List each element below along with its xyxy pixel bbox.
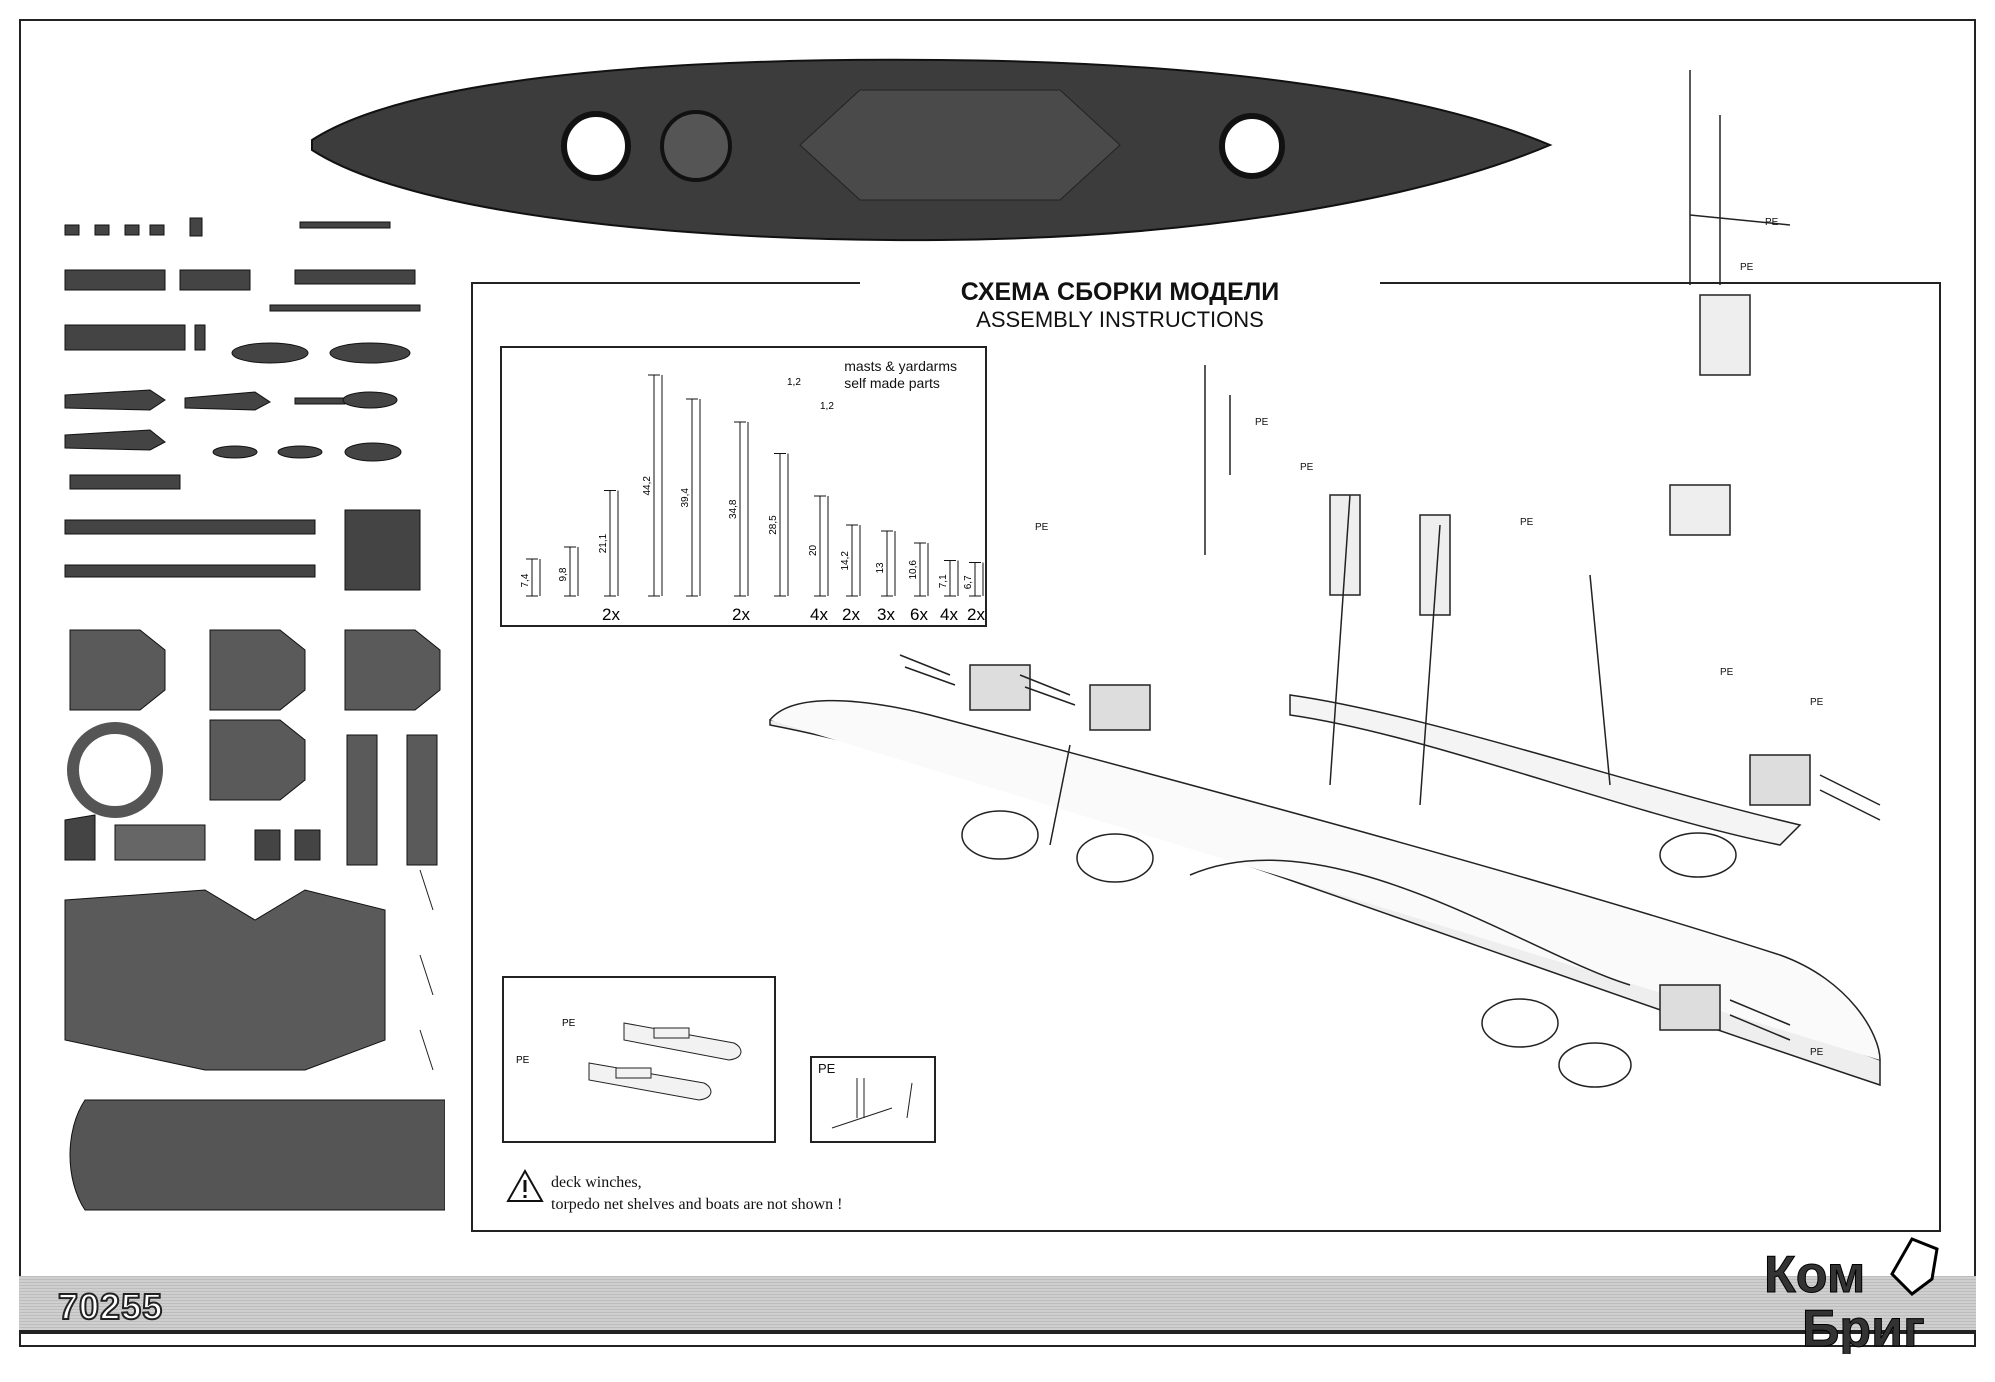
mast-length-label: 6,7: [963, 575, 974, 589]
mast-dimensions: 7,4 9,8 21,1 44,2 39,4 34,8 28,5 20 14,2 13 10,6 7,…: [520, 374, 985, 624]
pe-detail-box: PE: [810, 1056, 936, 1143]
mast-length-label: 21,1: [598, 533, 609, 553]
quantity-label: 6x: [910, 605, 928, 624]
mast-bar: 13: [875, 530, 896, 597]
kombrig-logo: Ком Бриг: [1764, 1237, 1939, 1354]
diameter-label: 1,2: [820, 401, 834, 412]
mast-bar: 21,1: [598, 490, 619, 597]
mast-bar: 7,4: [520, 558, 541, 597]
mast-length-label: 34,8: [728, 499, 739, 519]
page-border: [19, 19, 1976, 1347]
quantity-label: 4x: [810, 605, 828, 624]
mast-length-label: 7,4: [520, 573, 531, 587]
mast-bar: 10,6: [908, 542, 929, 597]
mast-length-label: 14,2: [840, 551, 851, 571]
quantity-label: 2x: [967, 605, 985, 624]
mast-bar: 7,1: [938, 560, 959, 597]
warning-triangle-icon: [506, 1168, 544, 1202]
pe-callout: PE: [1520, 517, 1534, 528]
pe-label: PE: [516, 1055, 530, 1066]
mast-bar: 44,2: [642, 374, 663, 597]
mast-bar: 39,4: [680, 398, 701, 597]
mast-length-label: 28,5: [768, 515, 779, 535]
barbette-hole: [561, 111, 631, 181]
star-icon: [1890, 1237, 1939, 1296]
mast-bar: 14,2: [840, 524, 861, 597]
warning-line: torpedo net shelves and boats are not sh…: [551, 1196, 843, 1213]
boats-drawing: PE PE: [516, 1018, 742, 1101]
parts-sprue-layout: [64, 217, 445, 1211]
masts-caption: masts & yardarms self made parts: [844, 358, 957, 392]
logo-text-top: Ком: [1764, 1246, 1865, 1304]
assembly-title: СХЕМА СБОРКИ МОДЕЛИ ASSEMBLY INSTRUCTION…: [860, 278, 1380, 333]
pe-label: PE: [818, 1061, 836, 1076]
caption-line: masts & yardarms: [844, 358, 957, 374]
mast-bar: 20: [808, 495, 829, 597]
pe-callout: PE: [1765, 217, 1779, 228]
mast-bar: 28,5: [768, 453, 789, 597]
warning-text: deck winches, torpedo net shelves and bo…: [551, 1172, 971, 1216]
exploded-ship-drawing: PE PE PE PE PE PE PE PE PE: [769, 70, 1881, 1088]
mast-length-label: 9,8: [558, 567, 569, 581]
warning-note: deck winches, torpedo net shelves and bo…: [505, 1168, 842, 1213]
pe-part-drawing: [831, 1078, 913, 1129]
mast-length-label: 7,1: [938, 574, 949, 588]
quantity-label: 4x: [940, 605, 958, 624]
mast-length-label: 10,6: [908, 560, 919, 580]
mast-bar: 34,8: [728, 421, 749, 597]
quantity-label: 2x: [842, 605, 860, 624]
pe-callout: PE: [1810, 1047, 1824, 1058]
caption-line: self made parts: [844, 375, 940, 391]
mast-bar: 6,7: [963, 562, 984, 597]
mast-length-label: 39,4: [680, 488, 691, 508]
mast-bar: 9,8: [558, 546, 579, 597]
footer-band: [19, 1276, 1976, 1334]
pe-callout: PE: [1810, 697, 1824, 708]
title-russian: СХЕМА СБОРКИ МОДЕЛИ: [960, 278, 1280, 306]
barbette-hole: [1219, 113, 1285, 179]
hull-deck-part: [311, 58, 1553, 242]
boats-detail-box: PE PE: [502, 976, 776, 1143]
quantity-label: 3x: [877, 605, 895, 624]
quantity-label: 2x: [602, 605, 620, 624]
warning-line: deck winches,: [551, 1174, 642, 1191]
pe-label: PE: [562, 1018, 576, 1029]
pe-callout: PE: [1740, 262, 1754, 273]
diameter-label: 1,2: [787, 377, 801, 388]
pe-callout: PE: [1300, 462, 1314, 473]
quantity-label: 2x: [732, 605, 750, 624]
pe-callout: PE: [1255, 417, 1269, 428]
mast-length-label: 20: [808, 544, 819, 556]
mast-length-label: 13: [875, 562, 886, 574]
logo-text-bottom: Бриг: [1802, 1300, 1925, 1354]
title-english: ASSEMBLY INSTRUCTIONS: [976, 307, 1264, 332]
pe-callout: PE: [1720, 667, 1734, 678]
masts-yardarms-box: masts & yardarms self made parts 7,4 9,8 2…: [500, 346, 987, 627]
mast-length-label: 44,2: [642, 476, 653, 496]
pe-callout: PE: [1035, 522, 1049, 533]
product-code: 70255: [57, 1285, 164, 1328]
